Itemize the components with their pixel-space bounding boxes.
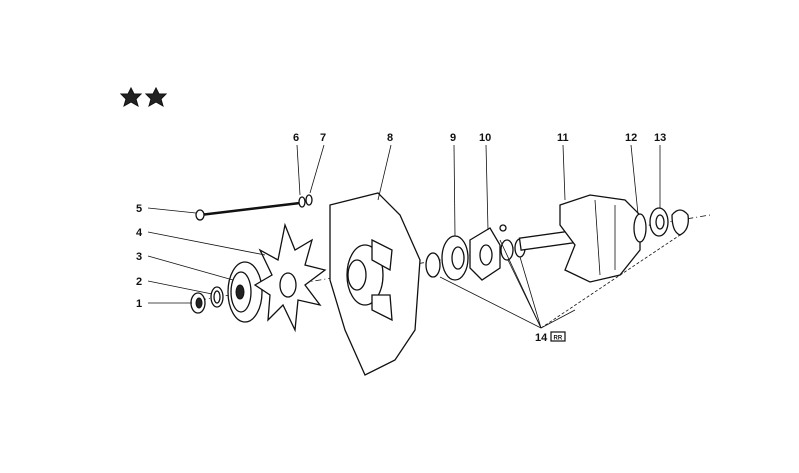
callout-13[interactable]: 13 — [654, 132, 666, 144]
callout-12[interactable]: 12 — [625, 132, 637, 144]
part-rotor[interactable] — [518, 194, 641, 283]
callout-1[interactable]: 1 — [136, 298, 142, 310]
part-retainer-plate[interactable] — [469, 224, 526, 281]
callout-10[interactable]: 10 — [479, 132, 491, 144]
callout-14-badge: RR — [550, 331, 566, 342]
callout-2[interactable]: 2 — [136, 276, 142, 288]
part-rear-bearing[interactable] — [649, 207, 689, 237]
part-end-housing[interactable] — [329, 192, 421, 376]
part-pulley[interactable] — [227, 261, 263, 323]
callout-14[interactable]: 14 — [535, 332, 548, 344]
callout-7[interactable]: 7 — [320, 132, 326, 144]
callout-5[interactable]: 5 — [136, 203, 142, 215]
callout-6[interactable]: 6 — [293, 132, 299, 144]
callout-8[interactable]: 8 — [387, 132, 393, 144]
svg-text:RR: RR — [554, 336, 563, 342]
part-nut[interactable] — [190, 292, 206, 314]
leader-lines — [147, 144, 681, 329]
callout-3[interactable]: 3 — [136, 251, 142, 263]
part-slip-ring[interactable] — [633, 213, 647, 243]
part-fan[interactable] — [253, 222, 327, 333]
part-small-nut-washer[interactable] — [298, 194, 313, 208]
callout-9[interactable]: 9 — [450, 132, 456, 144]
part-washer[interactable] — [210, 286, 224, 308]
part-bearing[interactable] — [425, 235, 469, 281]
part-bolt[interactable] — [195, 201, 301, 221]
callout-11[interactable]: 11 — [557, 132, 569, 144]
callout-4[interactable]: 4 — [136, 227, 143, 239]
star-markers-icon — [119, 86, 168, 108]
